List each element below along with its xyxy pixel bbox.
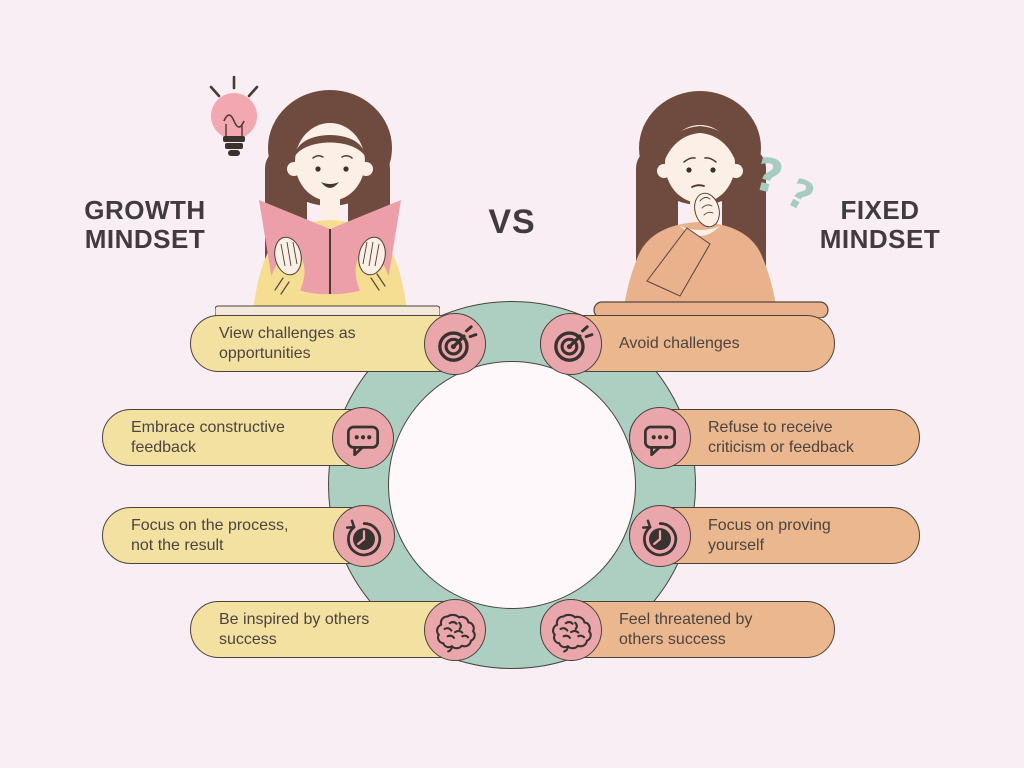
pill-text-line1: Embrace constructive (131, 418, 285, 436)
growth-title: GROWTH MINDSET (15, 196, 275, 254)
fixed-title: FIXED MINDSET (750, 196, 1010, 254)
question-mark-2: ? (779, 170, 821, 222)
vs-label: VS (488, 203, 536, 241)
desk-right-arm (593, 301, 829, 318)
growth-pill-feedback: Embrace constructive feedback (102, 407, 394, 469)
pill-text-line1: Refuse to receive (708, 418, 833, 436)
timer-icon (629, 505, 691, 567)
pill-text-line1: Avoid challenges (619, 334, 740, 352)
pill-text-line2: yourself (708, 536, 765, 554)
growth-title-line1: GROWTH (84, 195, 206, 225)
fixed-pill-proving: Focus on proving yourself (629, 505, 920, 567)
timer-icon (333, 505, 395, 567)
desk-left (215, 305, 440, 317)
target-icon (540, 313, 602, 375)
growth-title-line2: MINDSET (84, 224, 206, 254)
brain-icon (424, 599, 486, 661)
pill-text-line2: opportunities (219, 344, 311, 362)
growth-pill-inspired: Be inspired by others success (190, 599, 486, 661)
growth-pill-process: Focus on the process, not the result (102, 505, 395, 567)
brain-icon (540, 599, 602, 661)
fixed-pill-feedback: Refuse to receive criticism or feedback (629, 407, 920, 469)
pill-text-line2: feedback (131, 438, 196, 456)
chat-bubble-icon (332, 407, 394, 469)
fixed-title-line1: FIXED (840, 195, 920, 225)
fixed-pill-challenges: Avoid challenges (540, 313, 835, 375)
chat-bubble-icon (629, 407, 691, 469)
lightbulb-icon (209, 75, 259, 156)
pill-text-line1: View challenges as (219, 324, 356, 342)
pill-text-line1: Feel threatened by (619, 610, 753, 628)
pill-text-line1: Focus on proving (708, 516, 831, 534)
pill-text-line2: success (219, 630, 277, 648)
pill-text-line1: Focus on the process, (131, 516, 289, 534)
pill-text-line1: Be inspired by others (219, 610, 370, 628)
growth-pill-challenges: View challenges as opportunities (190, 313, 486, 375)
pill-text-line2: criticism or feedback (708, 438, 854, 456)
pill-text-line2: not the result (131, 536, 224, 554)
fixed-title-line2: MINDSET (819, 224, 941, 254)
woman-reading-illustration (215, 90, 440, 317)
pill-text-line2: others success (619, 630, 726, 648)
fixed-pill-threatened: Feel threatened by others success (540, 599, 835, 661)
mindset-ring-center (388, 361, 636, 609)
woman-thinking-illustration: ? ? (593, 91, 829, 318)
target-icon (424, 313, 486, 375)
